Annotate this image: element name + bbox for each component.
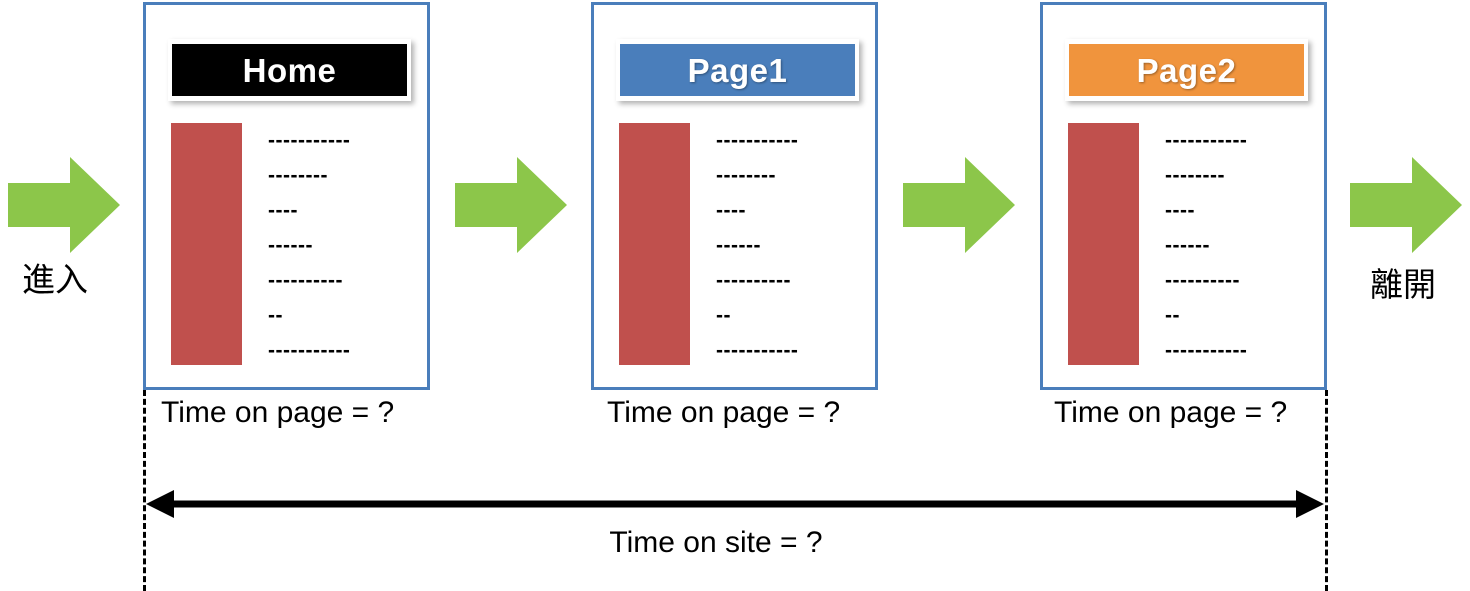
page-content-page1: ----------- -------- ---- ------ -------… (619, 123, 863, 365)
text-line: ---------- (1165, 269, 1240, 292)
text-line: ----------- (1165, 339, 1248, 362)
text-line: -- (1165, 304, 1180, 327)
text-line: ----------- (268, 129, 351, 152)
page-card-page2[interactable]: Page2 ----------- -------- ---- ------ -… (1040, 2, 1327, 390)
entry-green-right-arrow-icon (8, 155, 120, 255)
page-banner-page1: Page1 (620, 44, 855, 96)
text-line: -------- (1165, 164, 1225, 187)
time-on-site-text: Time on site = ? (609, 526, 823, 559)
time-on-page-label-page1: Time on page = ? (607, 396, 841, 429)
text-line: -- (268, 304, 283, 327)
connector-green-right-arrow-icon-2 (903, 155, 1015, 255)
time-on-site-label: Time on site = ? (0, 526, 1470, 560)
text-line: -------- (716, 164, 776, 187)
connector-green-right-arrow-icon-1 (455, 155, 567, 255)
text-line: -------- (268, 164, 328, 187)
text-line: ----------- (1165, 129, 1248, 152)
page-banner-frame: Page2 (1065, 39, 1308, 101)
page-banner-frame: Page1 (616, 39, 859, 101)
text-line: ---------- (716, 269, 791, 292)
measure-guide-right (1325, 390, 1328, 591)
text-line: ----------- (716, 129, 799, 152)
exit-green-right-arrow-icon (1350, 155, 1462, 255)
page-image-placeholder (171, 123, 242, 365)
page-banner-label: Page2 (1136, 51, 1237, 89)
text-line: ---- (716, 199, 746, 222)
entry-caption: 進入 (22, 260, 88, 299)
page-banner-label: Home (242, 51, 337, 89)
page-text-lines: ----------- -------- ---- ------ -------… (716, 123, 798, 368)
measure-guide-left (143, 390, 146, 591)
text-line: ------ (716, 234, 761, 257)
page-banner-frame: Home (168, 39, 411, 101)
page-banner-label: Page1 (687, 51, 788, 89)
page-content-home: ----------- -------- ---- ------ -------… (171, 123, 415, 365)
text-line: ------ (268, 234, 313, 257)
page-text-lines: ----------- -------- ---- ------ -------… (1165, 123, 1247, 368)
page-banner-page2: Page2 (1069, 44, 1304, 96)
text-line: ---- (268, 199, 298, 222)
text-line: ------ (1165, 234, 1210, 257)
text-line: ----------- (268, 339, 351, 362)
text-line: ----------- (716, 339, 799, 362)
time-on-site-double-arrow-icon (140, 486, 1330, 522)
text-line: ---------- (268, 269, 343, 292)
page-image-placeholder (1068, 123, 1139, 365)
page-banner-home: Home (172, 44, 407, 96)
page-text-lines: ----------- -------- ---- ------ -------… (268, 123, 350, 368)
page-image-placeholder (619, 123, 690, 365)
page-card-page1[interactable]: Page1 ----------- -------- ---- ------ -… (591, 2, 878, 390)
page-card-home[interactable]: Home ----------- -------- ---- ------ --… (143, 2, 430, 390)
text-line: ---- (1165, 199, 1195, 222)
time-on-page-label-home: Time on page = ? (161, 396, 395, 429)
page-content-page2: ----------- -------- ---- ------ -------… (1068, 123, 1312, 365)
exit-caption: 離開 (1370, 265, 1436, 304)
text-line: -- (716, 304, 731, 327)
time-on-page-label-page2: Time on page = ? (1054, 396, 1288, 429)
